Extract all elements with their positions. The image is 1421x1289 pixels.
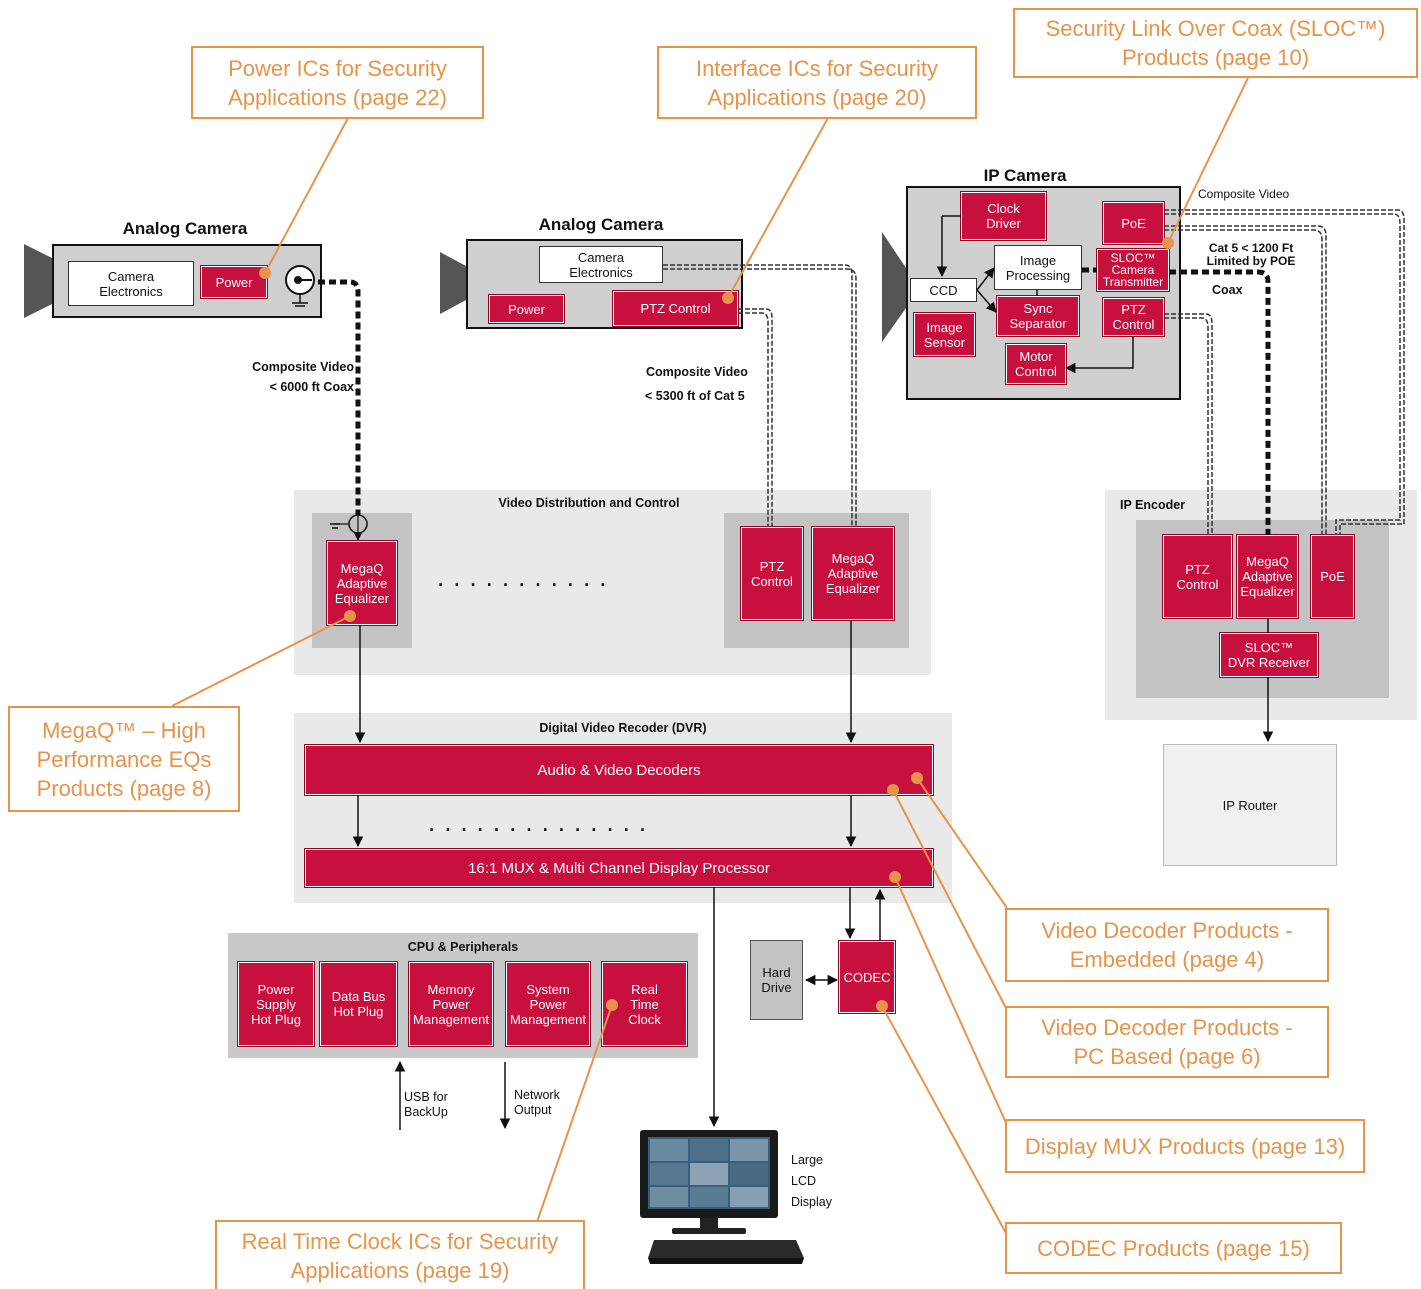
cpu-item-power-supply: Power Supply Hot Plug xyxy=(237,961,315,1047)
bnc-connector-icon xyxy=(285,265,315,307)
sync-separator: Sync Separator xyxy=(996,295,1080,337)
composite-video-ip xyxy=(1164,209,1405,535)
video-distribution-title: Video Distribution and Control xyxy=(498,496,680,510)
megaq-equalizer-encoder: MegaQ Adaptive Equalizer xyxy=(1236,534,1299,619)
lcd-monitor-icon xyxy=(640,1130,778,1234)
ptz-control-vd: PTZ Control xyxy=(740,526,804,621)
analog-camera-1-title: Analog Camera xyxy=(122,219,248,238)
cpu-item-rtc: Real Time Clock xyxy=(601,961,688,1047)
network-output-label: Network Output xyxy=(514,1088,560,1117)
megaq-equalizer-right: MegaQ Adaptive Equalizer xyxy=(811,526,895,621)
callout-interface-ics: Interface ICs for Security Applications … xyxy=(657,46,977,119)
image-processing: Image Processing xyxy=(994,245,1082,290)
hard-drive: Hard Drive xyxy=(750,940,803,1020)
ptz-cable-ip xyxy=(1164,313,1213,535)
twisted-pair-1 xyxy=(663,264,853,527)
ptz-control-2: PTZ Control xyxy=(612,290,739,327)
coax-cable-1 xyxy=(318,279,361,515)
sloc-dvr-receiver: SLOC™ DVR Receiver xyxy=(1219,632,1319,678)
coax-cable-ip xyxy=(1082,267,1271,535)
lens-icon-camera-1 xyxy=(24,244,52,318)
poe-cat5-ip xyxy=(1164,225,1327,535)
ptz-control-encoder: PTZ Control xyxy=(1162,534,1233,619)
mux-display-processor: 16:1 MUX & Multi Channel Display Process… xyxy=(304,848,934,888)
camera-2-link-label-1: Composite Video xyxy=(646,365,748,379)
ccd: CCD xyxy=(910,278,977,302)
ptz-control-ip: PTZ Control xyxy=(1102,297,1165,337)
motor-control: Motor Control xyxy=(1005,343,1067,385)
cpu-item-system-power: System Power Management xyxy=(505,961,591,1047)
poe-encoder: PoE xyxy=(1310,534,1355,619)
cat5-limit-label: Cat 5 < 1200 Ft Limited by POE xyxy=(1206,241,1296,268)
callout-megaq: MegaQ™ – High Performance EQs Products (… xyxy=(8,706,240,812)
ip-router: IP Router xyxy=(1163,744,1337,866)
camera-electronics-1: Camera Electronics xyxy=(68,261,194,306)
camera-2-link-label-2: < 5300 ft of Cat 5 xyxy=(645,389,745,403)
lcd-display-label: Large LCD Display xyxy=(791,1153,832,1209)
cpu-title: CPU & Peripherals xyxy=(407,940,519,954)
lens-icon-ip-camera xyxy=(882,232,906,342)
coax-label: Coax xyxy=(1212,283,1243,297)
keyboard-icon xyxy=(648,1240,804,1264)
ip-camera-title: IP Camera xyxy=(983,166,1067,185)
callout-rtc: Real Time Clock ICs for Security Applica… xyxy=(215,1220,585,1289)
camera-1-link-label: Composite Video < 6000 ft Coax xyxy=(252,360,354,394)
power-block-2: Power xyxy=(488,294,565,324)
cpu-item-memory-power: Memory Power Management xyxy=(408,961,494,1047)
callout-display-mux: Display MUX Products (page 13) xyxy=(1005,1119,1365,1173)
sloc-camera-transmitter: SLOC™ Camera Transmitter xyxy=(1096,248,1170,292)
composite-video-label: Composite Video xyxy=(1198,187,1290,201)
image-sensor: Image Sensor xyxy=(913,312,976,357)
camera-electronics-2: Camera Electronics xyxy=(539,246,663,283)
megaq-equalizer-left: MegaQ Adaptive Equalizer xyxy=(326,540,398,626)
cpu-item-data-bus: Data Bus Hot Plug xyxy=(319,961,398,1047)
callout-video-decoder-embedded: Video Decoder Products - Embedded (page … xyxy=(1005,908,1329,982)
usb-backup-label: USB for BackUp xyxy=(404,1090,448,1119)
dvr-title: Digital Video Recoder (DVR) xyxy=(539,721,707,735)
audio-video-decoders: Audio & Video Decoders xyxy=(304,744,934,796)
callout-codec: CODEC Products (page 15) xyxy=(1005,1222,1342,1274)
clock-driver: Clock Driver xyxy=(960,191,1047,241)
callout-video-decoder-pc: Video Decoder Products - PC Based (page … xyxy=(1005,1006,1329,1078)
power-block-1: Power xyxy=(200,265,268,299)
callout-sloc: Security Link Over Coax (SLOC™) Products… xyxy=(1013,8,1418,78)
coax-input-connector-icon xyxy=(330,514,368,541)
twisted-pair-2 xyxy=(738,308,773,527)
poe-camera: PoE xyxy=(1102,201,1165,245)
codec-block: CODEC xyxy=(838,940,896,1014)
callout-power-ics: Power ICs for Security Applications (pag… xyxy=(191,46,484,119)
ip-encoder-title: IP Encoder xyxy=(1120,498,1186,512)
lens-icon-camera-2 xyxy=(440,252,466,314)
analog-camera-2-title: Analog Camera xyxy=(538,215,664,234)
